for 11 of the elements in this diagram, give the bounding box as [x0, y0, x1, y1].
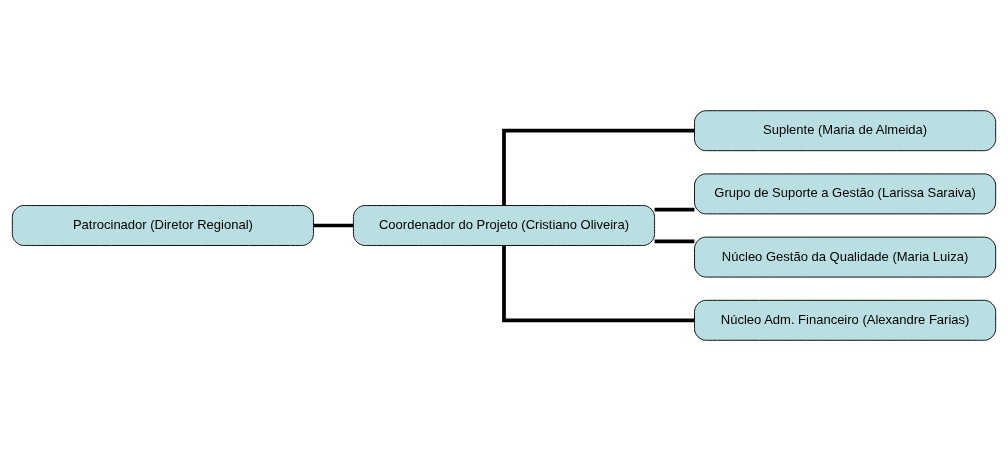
node-box: Núcleo Gestão da Qualidade (Maria Luiza)	[694, 236, 997, 278]
connector	[502, 128, 695, 205]
connector	[313, 223, 354, 227]
connector	[654, 238, 695, 243]
connector	[502, 245, 695, 322]
node-box: Núcleo Adm. Financeiro (Alexandre Farias)	[694, 299, 997, 341]
node-box: Grupo de Suporte a Gestão (Larissa Saraiva)	[694, 172, 997, 214]
node-box: Patrocinador (Diretor Regional)	[11, 204, 314, 246]
node-box: Coordenador do Projeto (Cristiano Oliveira)	[352, 204, 656, 246]
node-box: Suplente (Maria de Almeida)	[694, 109, 997, 151]
connector	[654, 207, 695, 212]
